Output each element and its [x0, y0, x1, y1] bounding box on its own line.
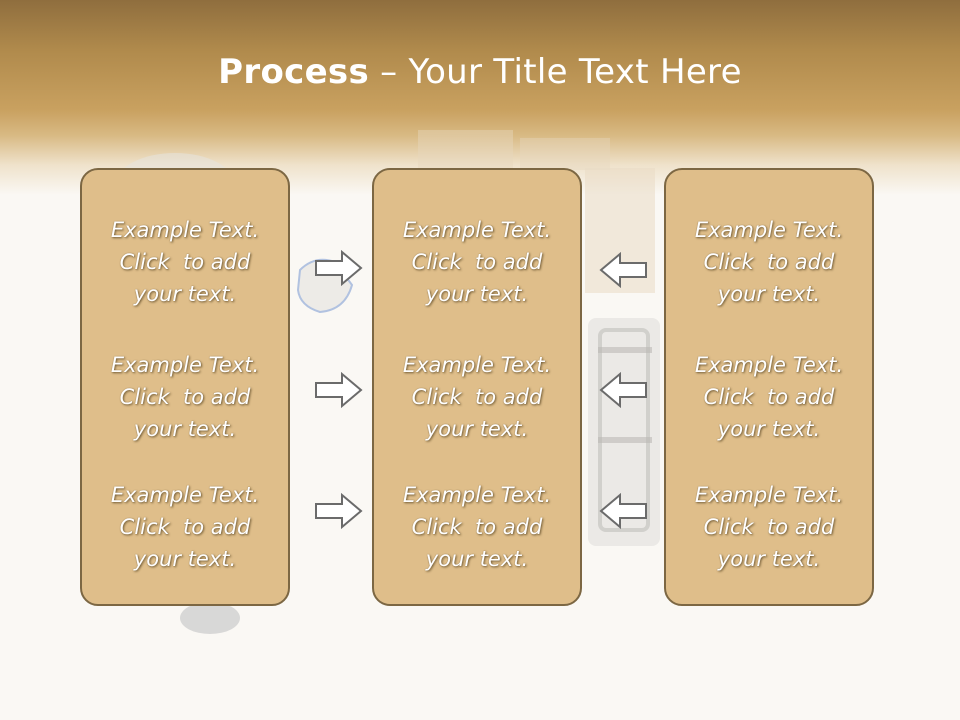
arrow-left-icon: [599, 372, 647, 408]
text-line: your text.: [717, 282, 821, 306]
text-line: Click to add: [119, 385, 251, 409]
text-line: Example Text.: [110, 218, 260, 242]
arrow-right-icon: [315, 493, 363, 529]
text-line: Example Text.: [110, 483, 260, 507]
text-line: Click to add: [119, 515, 251, 539]
arrow-left-icon: [599, 493, 647, 529]
text-block[interactable]: Example Text. Click to add your text.: [82, 479, 288, 575]
title-bold: Process: [218, 52, 370, 92]
text-line: Example Text.: [110, 353, 260, 377]
text-line: Click to add: [411, 515, 543, 539]
text-line: your text.: [133, 547, 237, 571]
text-block[interactable]: Example Text. Click to add your text.: [374, 214, 580, 310]
text-line: Example Text.: [402, 218, 552, 242]
text-block[interactable]: Example Text. Click to add your text.: [82, 349, 288, 445]
text-block[interactable]: Example Text. Click to add your text.: [666, 214, 872, 310]
text-line: your text.: [425, 547, 529, 571]
arrow-left-icon: [599, 252, 647, 288]
arrow-right-icon: [315, 372, 363, 408]
text-line: Example Text.: [402, 353, 552, 377]
text-line: your text.: [717, 547, 821, 571]
text-line: Click to add: [119, 250, 251, 274]
panel-middle[interactable]: Example Text. Click to add your text. Ex…: [372, 168, 582, 606]
text-line: Example Text.: [694, 483, 844, 507]
text-line: Example Text.: [694, 353, 844, 377]
text-line: your text.: [133, 282, 237, 306]
arrow-right-icon: [315, 250, 363, 286]
text-line: Click to add: [703, 385, 835, 409]
text-block[interactable]: Example Text. Click to add your text.: [82, 214, 288, 310]
panel-right[interactable]: Example Text. Click to add your text. Ex…: [664, 168, 874, 606]
text-line: Example Text.: [694, 218, 844, 242]
text-line: your text.: [133, 417, 237, 441]
slide-title[interactable]: Process – Your Title Text Here: [0, 52, 960, 92]
panel-left[interactable]: Example Text. Click to add your text. Ex…: [80, 168, 290, 606]
text-line: your text.: [425, 417, 529, 441]
text-line: Click to add: [411, 385, 543, 409]
text-block[interactable]: Example Text. Click to add your text.: [374, 349, 580, 445]
text-line: your text.: [425, 282, 529, 306]
text-line: Click to add: [703, 250, 835, 274]
text-block[interactable]: Example Text. Click to add your text.: [666, 479, 872, 575]
text-line: Click to add: [411, 250, 543, 274]
text-line: Example Text.: [402, 483, 552, 507]
title-rest: – Your Title Text Here: [369, 52, 742, 92]
text-line: your text.: [717, 417, 821, 441]
text-block[interactable]: Example Text. Click to add your text.: [374, 479, 580, 575]
text-line: Click to add: [703, 515, 835, 539]
text-block[interactable]: Example Text. Click to add your text.: [666, 349, 872, 445]
